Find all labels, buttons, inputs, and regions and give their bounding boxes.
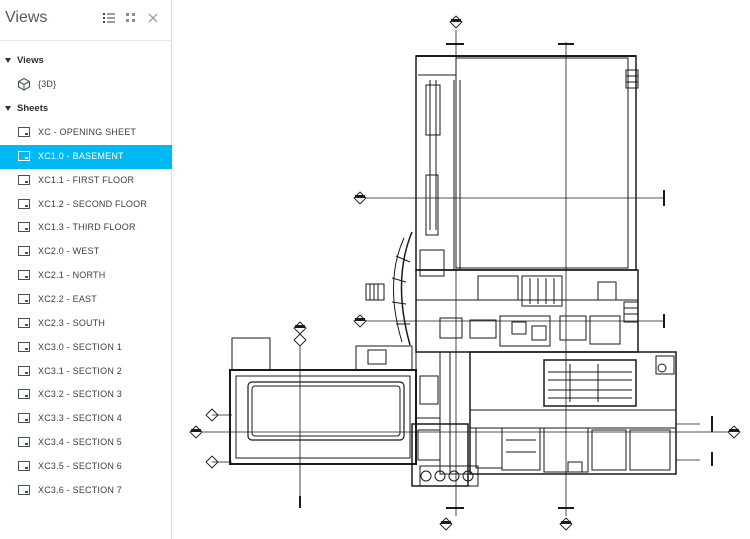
sheet-item[interactable]: XC3.5 - SECTION 6 — [0, 455, 172, 479]
sheet-icon — [18, 461, 30, 472]
sheet-item-label: XC2.2 - EAST — [38, 294, 97, 305]
sheet-icon — [18, 174, 30, 185]
sheet-item-label: XC3.0 - SECTION 1 — [38, 341, 122, 352]
sheet-item[interactable]: XC2.1 - NORTH — [0, 264, 172, 288]
sheet-icon — [18, 150, 30, 161]
sheet-item[interactable]: XC3.6 - SECTION 7 — [0, 479, 172, 503]
sheet-icon — [18, 294, 30, 305]
sheet-item-label: XC3.3 - SECTION 4 — [38, 413, 122, 424]
sheet-item[interactable]: XC2.2 - EAST — [0, 288, 172, 312]
sheet-icon — [18, 270, 30, 281]
sheet-item-label: XC3.2 - SECTION 3 — [38, 389, 122, 400]
panel-title: Views — [5, 9, 48, 26]
views-section-label: Views — [17, 55, 44, 66]
sheet-icon — [18, 389, 30, 400]
sheet-icon — [18, 413, 30, 424]
sheet-item-label: XC2.1 - NORTH — [38, 270, 106, 281]
views-panel: Views Views {3D} Sheets XC - OPENING SHE… — [0, 0, 172, 539]
sheets-section-header[interactable]: Sheets — [0, 100, 172, 120]
sheet-item-label: XC1.3 - THIRD FLOOR — [38, 222, 136, 233]
sheet-item-label: XC3.6 - SECTION 7 — [38, 484, 122, 495]
sheet-item-label: XC3.1 - SECTION 2 — [38, 365, 122, 376]
sheet-icon — [18, 341, 30, 352]
sheet-item[interactable]: XC3.1 - SECTION 2 — [0, 360, 172, 384]
sheet-item-label: XC3.4 - SECTION 5 — [38, 437, 122, 448]
view-item-3d[interactable]: {3D} — [0, 73, 172, 97]
sheet-icon — [18, 222, 30, 233]
sheet-item[interactable]: XC2.0 - WEST — [0, 240, 172, 264]
sheet-item-label: XC1.0 - BASEMENT — [38, 150, 124, 161]
caret-down-icon — [5, 106, 11, 111]
sheet-icon — [18, 365, 30, 376]
sheet-icon — [18, 484, 30, 495]
sheet-item[interactable]: XC2.3 - SOUTH — [0, 312, 172, 336]
sheet-item[interactable]: XC3.4 - SECTION 5 — [0, 431, 172, 455]
sheet-item[interactable]: XC3.3 - SECTION 4 — [0, 407, 172, 431]
grid-view-icon[interactable] — [124, 11, 138, 25]
sheet-item[interactable]: XC1.2 - SECOND FLOOR — [0, 193, 172, 217]
sheet-item-label: XC1.2 - SECOND FLOOR — [38, 198, 148, 209]
sheet-item-label: XC1.1 - FIRST FLOOR — [38, 174, 135, 185]
drawing-viewer[interactable] — [173, 0, 750, 539]
view-item-label: {3D} — [38, 79, 57, 89]
sheet-item-label: XC3.5 - SECTION 6 — [38, 461, 122, 472]
sheet-item[interactable]: XC1.0 - BASEMENT — [0, 144, 172, 169]
sheet-item[interactable]: XC1.1 - FIRST FLOOR — [0, 169, 172, 193]
sheet-icon — [18, 127, 30, 137]
sheet-item[interactable]: XC3.0 - SECTION 1 — [0, 336, 172, 360]
caret-down-icon — [5, 58, 11, 63]
floor-plan-drawing — [189, 15, 741, 531]
sheet-item-label: XC2.0 - WEST — [38, 246, 100, 257]
sheet-item[interactable]: XC1.3 - THIRD FLOOR — [0, 216, 172, 240]
sheet-icon — [18, 198, 30, 209]
sheet-item[interactable]: XC - OPENING SHEET — [0, 121, 172, 145]
views-section-header[interactable]: Views — [0, 52, 172, 72]
sheet-icon — [18, 317, 30, 328]
cube-3d-icon — [18, 77, 30, 91]
list-view-icon[interactable] — [102, 11, 116, 25]
sheet-item-label: XC - OPENING SHEET — [38, 127, 137, 137]
panel-header: Views — [0, 0, 172, 41]
sheet-icon — [18, 246, 30, 257]
sheet-icon — [18, 437, 30, 448]
close-icon[interactable] — [146, 11, 160, 25]
sheet-item[interactable]: XC3.2 - SECTION 3 — [0, 383, 172, 407]
sheets-section-label: Sheets — [17, 103, 49, 114]
sheet-item-label: XC2.3 - SOUTH — [38, 317, 106, 328]
